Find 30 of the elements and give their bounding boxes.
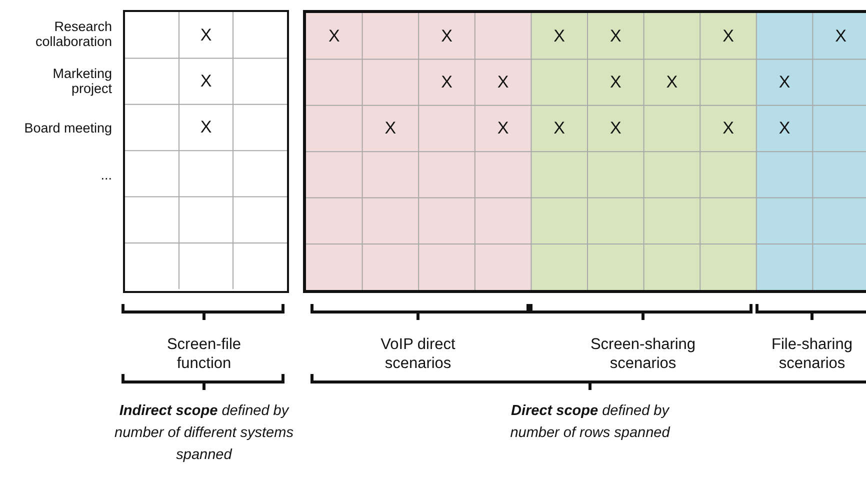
cross-mark: X (497, 74, 509, 91)
cross-mark: X (722, 28, 734, 44)
group-label: VoIP direct scenarios (380, 335, 456, 373)
cross-mark: X (610, 74, 622, 91)
cross-mark: X (497, 120, 509, 137)
cross-mark: X (610, 120, 622, 137)
cross-mark: X (384, 120, 396, 137)
row-label: Research collaboration (34, 18, 112, 49)
cross-mark: X (610, 28, 622, 44)
row-label: Marketing project (52, 66, 112, 96)
cross-mark: X (200, 72, 212, 90)
scope-note: Indirect scope defined by number of different systems spanned (114, 402, 294, 465)
group-label: Screen-file function (166, 335, 242, 373)
cross-mark: X (554, 28, 566, 44)
cross-mark: X (554, 120, 566, 137)
scope-note: Direct scope defined by number of rows spanned (509, 402, 672, 443)
cross-mark: X (200, 118, 212, 136)
cross-mark: X (441, 28, 452, 44)
group-label: Screen-sharing scenarios (589, 335, 697, 373)
cross-mark: X (835, 28, 847, 44)
cross-mark: X (441, 74, 452, 91)
group-label: File-sharing scenarios (770, 335, 854, 373)
cross-mark: X (778, 74, 790, 91)
cross-mark: X (200, 26, 212, 44)
cross-mark: X (666, 74, 678, 91)
row-label: Board meeting (23, 120, 112, 136)
cross-mark: X (722, 120, 734, 137)
cross-mark: X (778, 120, 790, 137)
cross-mark: X (328, 28, 340, 44)
row-label: ... (100, 168, 112, 183)
